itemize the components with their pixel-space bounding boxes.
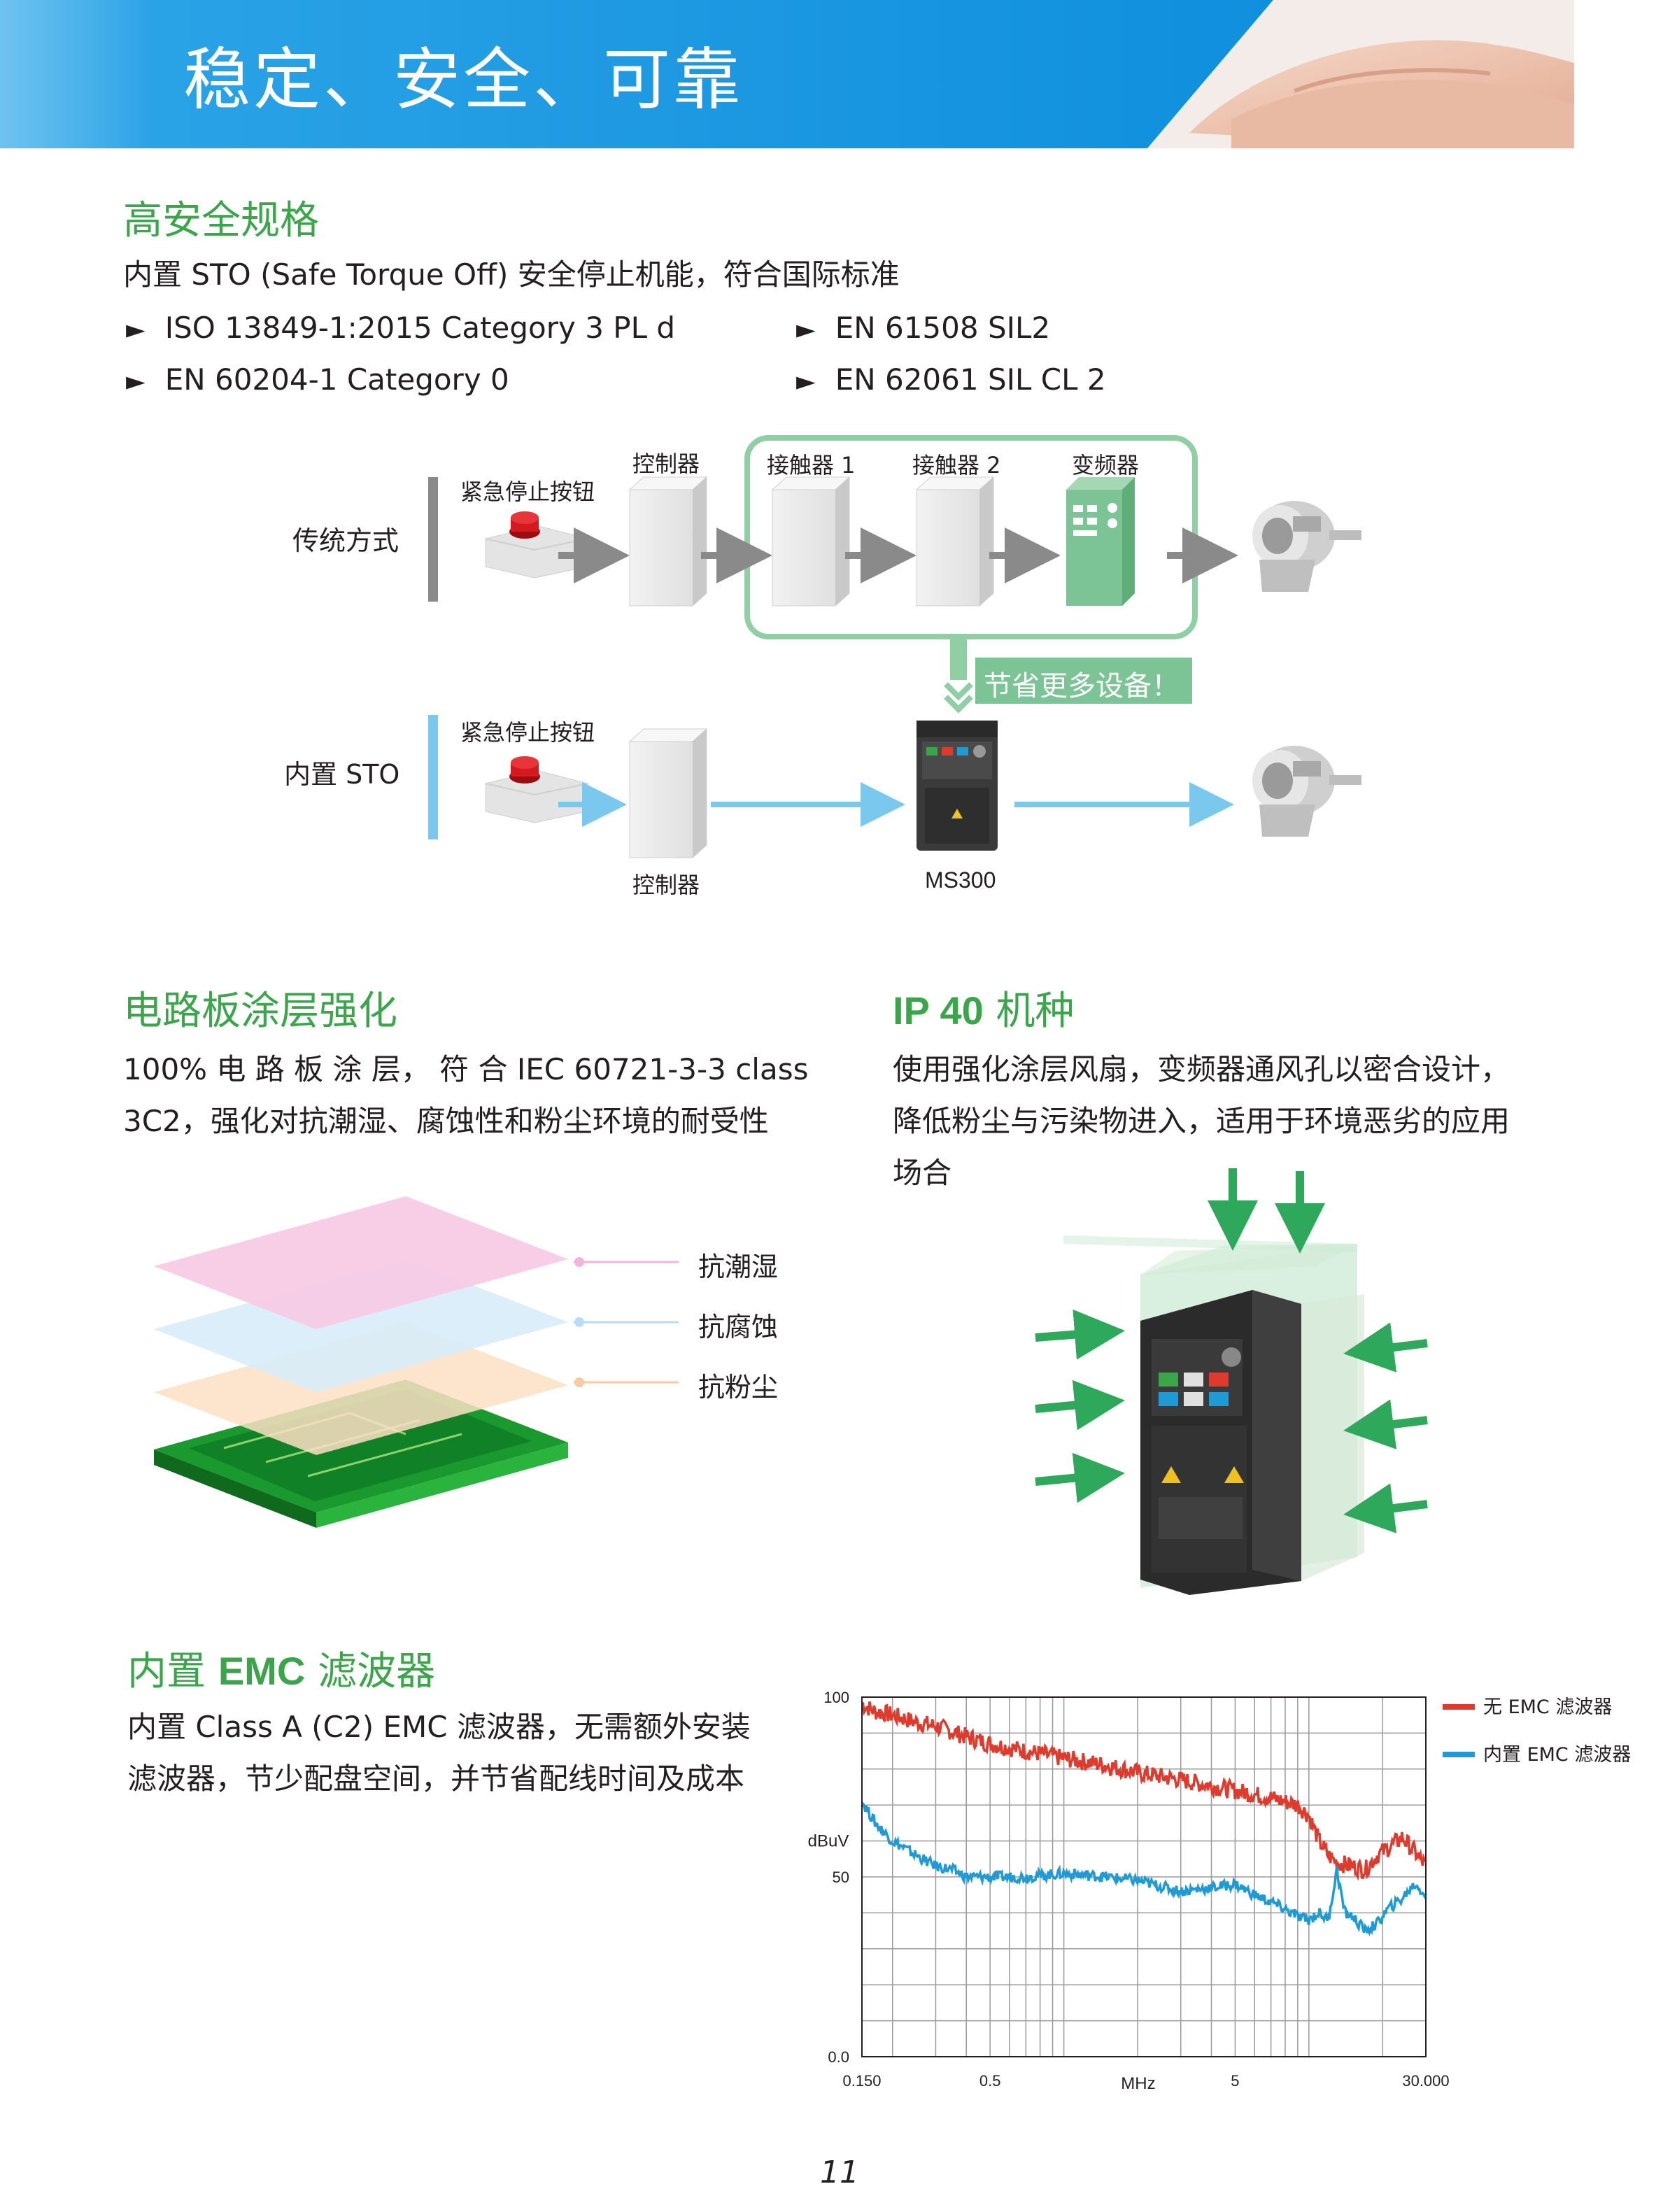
x-tick-label: 30.000 <box>1402 2072 1449 2090</box>
estop-label: 紧急停止按钮 <box>460 719 595 746</box>
chart-series <box>861 1701 1427 1937</box>
standard-item-4: ►EN 62061 SIL CL 2 <box>796 362 1106 397</box>
ip40-drive-illustration <box>1035 1168 1428 1595</box>
motor-icon <box>1252 746 1361 837</box>
controller-box-icon <box>628 728 708 858</box>
layer-label-moisture: 抗潮湿 <box>698 1252 779 1282</box>
legend-label: 内置 EMC 滤波器 <box>1483 1744 1631 1766</box>
x-tick-label: 0.150 <box>842 2072 881 2090</box>
ip40-heading: IP 40 机种 <box>893 988 1075 1034</box>
plot-frame <box>861 1696 1427 2057</box>
inverter-label: 变频器 <box>1072 452 1140 478</box>
coating-text-line-1: 100% 电 路 板 涂 层， 符 合 IEC 60721-3-3 class <box>123 1052 809 1086</box>
chart-x-axis-label: MHz <box>1121 2074 1155 2093</box>
ip40-text-line-1: 使用强化涂层风扇，变频器通风孔以密合设计， <box>893 1052 1510 1086</box>
layer-label-corrosion: 抗腐蚀 <box>698 1312 779 1342</box>
traditional-row-bar <box>428 477 438 602</box>
estop-button-icon <box>485 756 588 823</box>
header-banner <box>0 0 1574 148</box>
series-line-2 <box>861 1801 1427 1937</box>
page-number: 11 <box>820 2155 859 2190</box>
dust-layer <box>154 1322 568 1455</box>
emc-chart: 0.150 0.5 5 30.000 0.0 50 100 MHz dBuV 无 EMC 滤… <box>808 1689 1632 2093</box>
ms300-drive-icon <box>917 721 998 851</box>
emc-text-line-1: 内置 Class A (C2) EMC 滤波器，无需额外安装 <box>127 1710 751 1744</box>
corrosion-layer <box>154 1259 568 1392</box>
banner-title: 稳定、安全、可靠 <box>183 41 743 119</box>
ip40-text-line-2: 降低粉尘与污染物进入，适用于环境恶劣的应用 <box>893 1104 1510 1138</box>
y-tick-label: 0.0 <box>828 2048 849 2066</box>
chart-grid <box>862 1697 1426 2057</box>
x-tick-label: 0.5 <box>979 2072 1001 2090</box>
emc-heading: 内置 EMC 滤波器 <box>127 1649 436 1694</box>
controller-box-icon <box>628 476 708 607</box>
contactor-1-label: 接触器 1 <box>767 452 856 478</box>
y-tick-label: 50 <box>833 1869 849 1886</box>
contactor-2-box-icon <box>915 476 995 607</box>
ms300-label: MS300 <box>925 867 996 893</box>
sto-label: 内置 STO <box>284 759 400 790</box>
layer-label-dust: 抗粉尘 <box>698 1372 779 1403</box>
legend-label: 无 EMC 滤波器 <box>1483 1696 1612 1718</box>
save-badge-label: 节省更多设备！ <box>984 670 1180 702</box>
standard-item-3: ►EN 61508 SIL2 <box>796 311 1051 345</box>
coating-heading: 电路板涂层强化 <box>123 988 397 1034</box>
sto-row-bar <box>428 715 438 839</box>
pcb-layers-illustration <box>154 1196 679 1528</box>
x-tick-label: 5 <box>1231 2072 1239 2090</box>
emc-text-line-2: 滤波器，节少配盘空间，并节省配线时间及成本 <box>127 1761 745 1796</box>
controller-label: 控制器 <box>632 451 700 477</box>
bullet-marker: ► <box>126 367 146 396</box>
estop-button-icon <box>485 511 588 579</box>
series-line-1 <box>861 1701 1427 1882</box>
coating-text-line-2: 3C2，强化对抗潮湿、腐蚀性和粉尘环境的耐受性 <box>123 1104 769 1138</box>
hands-image <box>1189 40 1574 148</box>
estop-label: 紧急停止按钮 <box>460 478 595 505</box>
chart-y-axis-label: dBuV <box>808 1832 849 1851</box>
safety-heading: 高安全规格 <box>123 198 319 243</box>
motor-icon <box>1252 501 1361 592</box>
bullet-marker: ► <box>796 367 816 396</box>
contactor-2-label: 接触器 2 <box>912 452 1001 478</box>
ip40-text-line-3: 场合 <box>893 1156 952 1190</box>
sto-comparison-diagram <box>428 435 1361 858</box>
contactor-1-box-icon <box>771 476 851 607</box>
safety-intro: 内置 STO (Safe Torque Off) 安全停止机能，符合国际标准 <box>123 257 900 292</box>
standard-item-1: ►ISO 13849-1:2015 Category 3 PL d <box>126 311 676 345</box>
y-tick-label: 100 <box>823 1689 849 1706</box>
controller-label: 控制器 <box>632 872 700 898</box>
save-badge <box>975 658 1192 704</box>
ms300-drive-icon <box>1140 1290 1364 1595</box>
moisture-layer <box>154 1196 568 1329</box>
traditional-label: 传统方式 <box>292 525 399 556</box>
bullet-marker: ► <box>126 316 146 344</box>
inverter-box-icon <box>1066 477 1135 606</box>
chart-ticks: 0.150 0.5 5 30.000 0.0 50 100 <box>823 1689 1449 2090</box>
bullet-marker: ► <box>796 316 816 344</box>
standard-item-2: ►EN 60204-1 Category 0 <box>126 362 509 397</box>
